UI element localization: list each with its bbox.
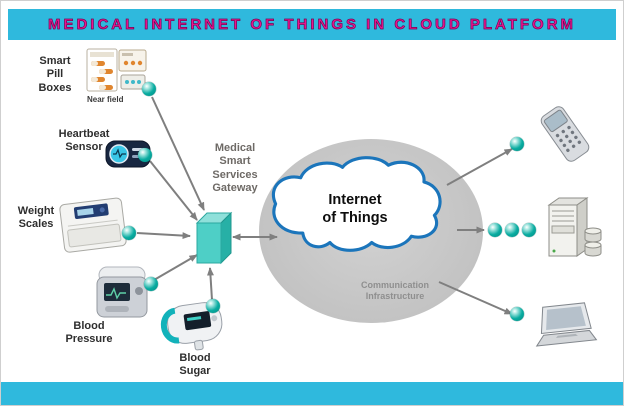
weight-scales-label: Weight Scales xyxy=(17,205,55,231)
near-field-label: Near field xyxy=(87,95,124,104)
footer-bar xyxy=(1,382,623,405)
server-database-icon xyxy=(547,197,602,257)
weight-scale-icon xyxy=(59,197,127,253)
node-dot-server-2 xyxy=(505,223,519,237)
blood-pressure-label: Blood Pressure xyxy=(65,320,113,346)
pill-boxes-label: Smart Pill Boxes xyxy=(38,55,72,94)
node-dot-bloodsugar xyxy=(206,299,220,313)
arrow-weight-gateway xyxy=(136,232,191,240)
arrow-bloodsugar-gateway xyxy=(206,267,214,301)
node-dot-bloodpressure xyxy=(144,277,158,291)
laptop-icon xyxy=(535,302,598,347)
arrow-bloodpressure-gateway xyxy=(153,254,198,281)
heartbeat-sensor-label: Heartbeat Sensor xyxy=(58,128,110,154)
infrastructure-label: Communication Infrastructure xyxy=(360,280,429,301)
gateway-label: Medical Smart Services Gateway xyxy=(212,142,258,195)
node-dot-server-1 xyxy=(488,223,502,237)
blood-pressure-monitor-icon xyxy=(96,266,148,318)
gateway-cube-icon xyxy=(195,211,233,265)
node-dot-heartbeat xyxy=(138,148,152,162)
header-bar: MEDICAL INTERNET OF THINGS IN CLOUD PLAT… xyxy=(8,9,616,40)
pill-boxes-icon xyxy=(86,48,147,92)
page-title: MEDICAL INTERNET OF THINGS IN CLOUD PLAT… xyxy=(47,16,577,34)
node-dot-server-3 xyxy=(522,223,536,237)
blood-sugar-label: Blood Sugar xyxy=(179,352,211,378)
cloud-icon xyxy=(272,156,442,252)
node-dot-pillbox xyxy=(142,82,156,96)
node-dot-laptop xyxy=(510,307,524,321)
cloud-label: Internet of Things xyxy=(322,192,388,226)
glucometer-icon xyxy=(160,302,223,351)
mobile-phone-icon xyxy=(540,106,590,162)
node-dot-weight xyxy=(122,226,136,240)
node-dot-phone xyxy=(510,137,524,151)
arrow-heartbeat-gateway xyxy=(149,160,198,221)
